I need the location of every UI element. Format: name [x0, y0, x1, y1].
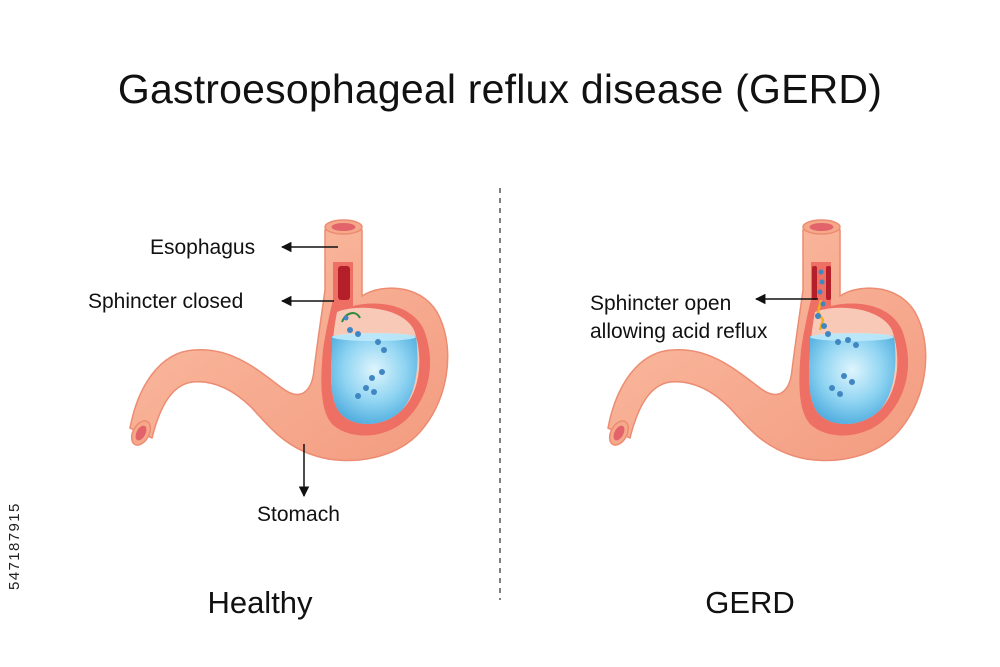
gerd-stomach-illustration: [605, 219, 927, 462]
esophagus-label: Esophagus: [150, 236, 256, 259]
open-sphincter-right: [826, 266, 831, 300]
sphincter-open-label-line2: allowing acid reflux: [590, 320, 768, 343]
healthy-stomach-illustration: [127, 219, 449, 462]
sphincter-closed-label: Sphincter closed: [88, 290, 244, 313]
healthy-panel-label: Healthy: [207, 585, 313, 620]
page-title: Gastroesophageal reflux disease (GERD): [117, 66, 883, 112]
refluxing-acid-bubbles: [815, 269, 859, 397]
stock-image-id: 547187915: [6, 502, 23, 590]
open-sphincter-left: [812, 266, 817, 300]
sphincter-open-label-line1: Sphincter open: [590, 292, 732, 315]
stomach-label: Stomach: [257, 503, 340, 526]
acid-bubbles: [343, 315, 387, 399]
gerd-panel-label: GERD: [705, 585, 795, 620]
closed-sphincter: [338, 266, 350, 300]
